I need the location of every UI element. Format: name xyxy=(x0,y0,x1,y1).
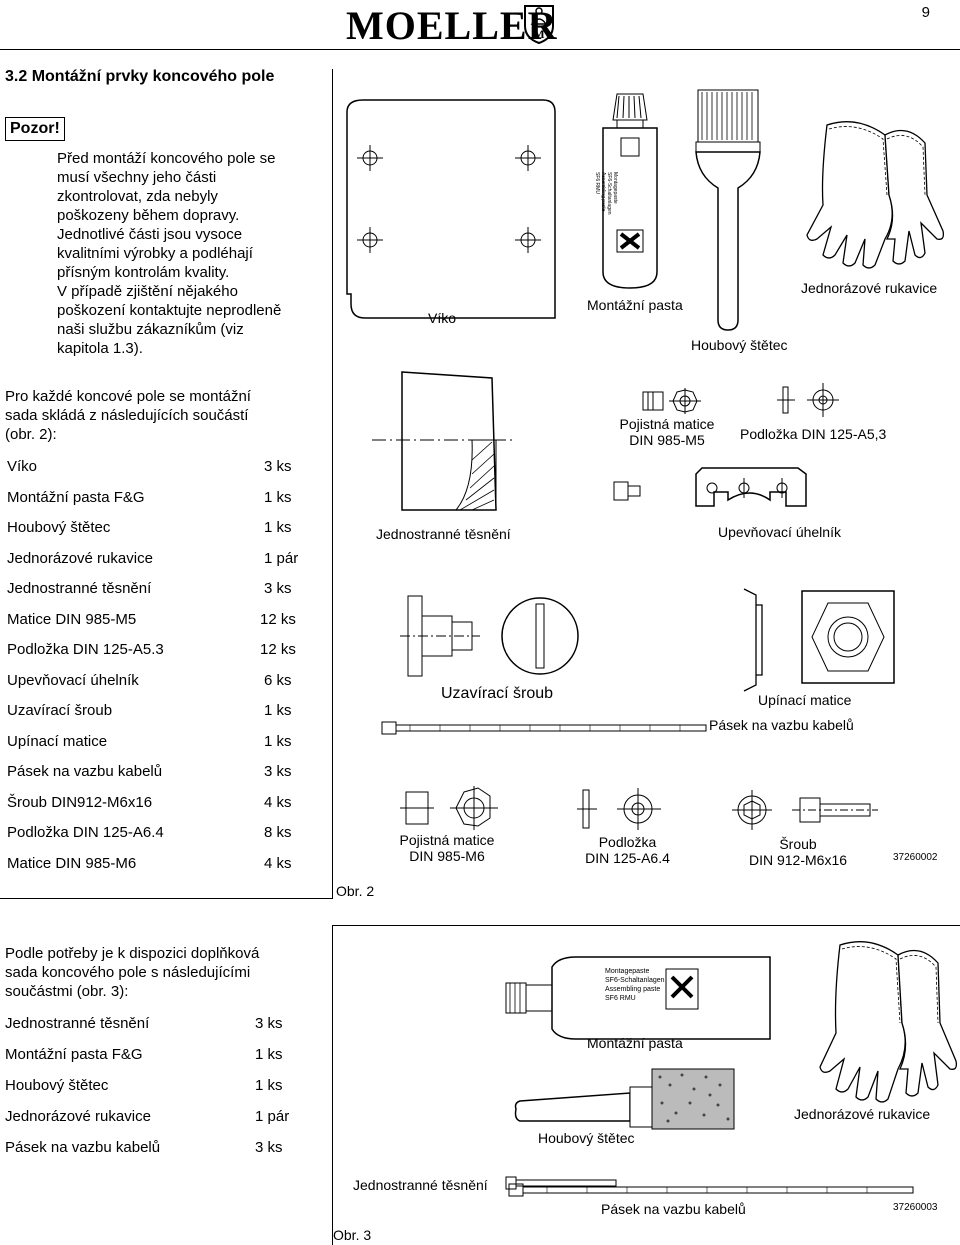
list-item-qty: 1 pár xyxy=(264,549,299,567)
gloves-drawing xyxy=(806,121,945,269)
warning-text: Před montáží koncového pole se musí všec… xyxy=(57,150,282,357)
figure-3-left-border xyxy=(332,925,333,1245)
extra-items-list: Jednostranné těsnění 3 ks Montážní pasta … xyxy=(5,1015,325,1165)
bracket-drawing xyxy=(613,467,807,507)
label-stetec: Houbový štětec xyxy=(691,337,788,353)
list-item: Upevňovací úhelník xyxy=(7,671,139,689)
svg-text:M: M xyxy=(533,27,544,41)
list-item: Matice DIN 985-M6 xyxy=(7,854,137,872)
label-viko: Víko xyxy=(428,310,457,326)
washer-a53-drawing xyxy=(777,383,839,417)
seal-strip-drawing xyxy=(505,1176,617,1190)
label-pasta: Montážní pasta xyxy=(587,297,683,313)
figure-2-code: 37260002 xyxy=(893,852,938,863)
cover-plate-drawing xyxy=(346,99,556,319)
list-item: Podložka DIN 125-A6.4 xyxy=(7,824,164,841)
list-item: Víko xyxy=(7,458,38,475)
label-upinaci: Upínací matice xyxy=(758,692,852,708)
figure-2-left-border xyxy=(332,69,333,899)
list-item-qty: 1 ks xyxy=(264,488,292,506)
figure-3-caption: Obr. 3 xyxy=(333,1227,372,1243)
section-rule-left xyxy=(0,898,332,899)
list-item: Jednostranné těsnění xyxy=(7,580,152,597)
brush-drawing xyxy=(695,89,761,331)
washer-a64-drawing xyxy=(577,788,661,830)
clamp-nut-drawing xyxy=(743,588,895,692)
list-item: Jednostranné těsnění xyxy=(5,1015,150,1032)
label-stetec-fig3: Houbový štětec xyxy=(538,1130,635,1146)
brush-horizontal-drawing xyxy=(514,1068,735,1130)
list-item-qty: 1 ks xyxy=(264,702,292,719)
list-item-qty: 3 ks xyxy=(255,1015,283,1032)
list-item-qty: 4 ks xyxy=(264,854,292,872)
label-rukavice: Jednorázové rukavice xyxy=(801,280,938,296)
page-number: 9 xyxy=(921,4,930,21)
list-item: Šroub DIN912-M6x16 xyxy=(7,793,153,811)
seal-profile-drawing xyxy=(372,371,512,511)
list-item: Pásek na vazbu kabelů xyxy=(7,763,163,780)
list-item-qty: 12 ks xyxy=(260,610,296,628)
label-pasta-fig3: Montážní pasta xyxy=(587,1035,683,1051)
section-rule-right xyxy=(332,925,960,926)
list-item-qty: 1 ks xyxy=(264,519,292,536)
figure-3-code: 37260003 xyxy=(893,1202,938,1213)
list-item: Matice DIN 985-M5 xyxy=(7,610,137,628)
figure-2-caption: Obr. 2 xyxy=(336,883,375,899)
moeller-emblem-icon: M xyxy=(524,5,554,45)
list-item: Jednorázové rukavice xyxy=(5,1108,151,1125)
warning-label: Pozor! xyxy=(5,117,65,141)
header-rule xyxy=(0,49,960,50)
closing-screw-drawing xyxy=(400,595,579,677)
moeller-logo: MOELLER xyxy=(346,3,558,48)
list-item-qty: 3 ks xyxy=(264,763,292,780)
list-item-qty: 3 ks xyxy=(264,458,292,475)
paste-tube-drawing xyxy=(602,93,658,289)
list-item-qty: 1 pár xyxy=(255,1108,290,1125)
extra-intro: Podle potřeby je k dispozici doplňková s… xyxy=(5,945,260,1000)
set-intro: Pro každé koncové pole se montážní sada … xyxy=(5,388,251,443)
label-rukavice-fig3: Jednorázové rukavice xyxy=(794,1106,931,1122)
nut-m5-drawing xyxy=(642,388,701,414)
cable-tie-drawing xyxy=(381,721,707,735)
list-item: Pásek na vazbu kabelů xyxy=(5,1139,161,1156)
nut-m6-drawing xyxy=(400,786,498,830)
list-item-qty: 6 ks xyxy=(264,671,292,689)
paste-tube-horizontal-drawing xyxy=(505,956,771,1040)
label-pasek-fig3: Pásek na vazbu kabelů xyxy=(601,1201,746,1217)
list-item-qty: 3 ks xyxy=(255,1139,283,1156)
list-item: Upínací matice xyxy=(7,732,108,750)
list-item-qty: 8 ks xyxy=(264,824,292,841)
cable-tie-drawing-fig3 xyxy=(508,1183,914,1197)
list-item-qty: 4 ks xyxy=(264,793,292,811)
label-sroub-uzav: Uzavírací šroub xyxy=(441,685,554,702)
list-item-qty: 12 ks xyxy=(260,641,296,658)
label-tesneni-fig3: Jednostranné těsnění xyxy=(353,1177,488,1193)
set-items-list: Víko 3 ks Montážní pasta F&G 1 ks Houbový … xyxy=(7,458,327,878)
list-item: Houbový štětec xyxy=(7,519,111,536)
list-item: Montážní pasta F&G xyxy=(7,488,145,506)
list-item-qty: 3 ks xyxy=(264,580,292,597)
list-item-qty: 1 ks xyxy=(264,732,292,750)
list-item: Uzavírací šroub xyxy=(7,702,113,719)
list-item: Houbový štětec xyxy=(5,1077,109,1094)
label-washer-a53: Podložka DIN 125-A5,3 xyxy=(740,426,887,442)
list-item-qty: 1 ks xyxy=(255,1077,283,1094)
list-item: Podložka DIN 125-A5.3 xyxy=(7,641,164,658)
list-item: Jednorázové rukavice xyxy=(7,549,153,567)
list-item-qty: 1 ks xyxy=(255,1046,283,1063)
section-heading: 3.2 Montážní prvky koncového pole xyxy=(5,68,275,85)
label-tesneni: Jednostranné těsnění xyxy=(376,526,511,542)
label-uhelnik: Upevňovací úhelník xyxy=(718,524,841,540)
gloves-drawing-fig3 xyxy=(819,941,958,1103)
list-item: Montážní pasta F&G xyxy=(5,1046,143,1063)
label-pasek: Pásek na vazbu kabelů xyxy=(709,717,854,733)
screw-m6-drawing xyxy=(732,790,878,830)
